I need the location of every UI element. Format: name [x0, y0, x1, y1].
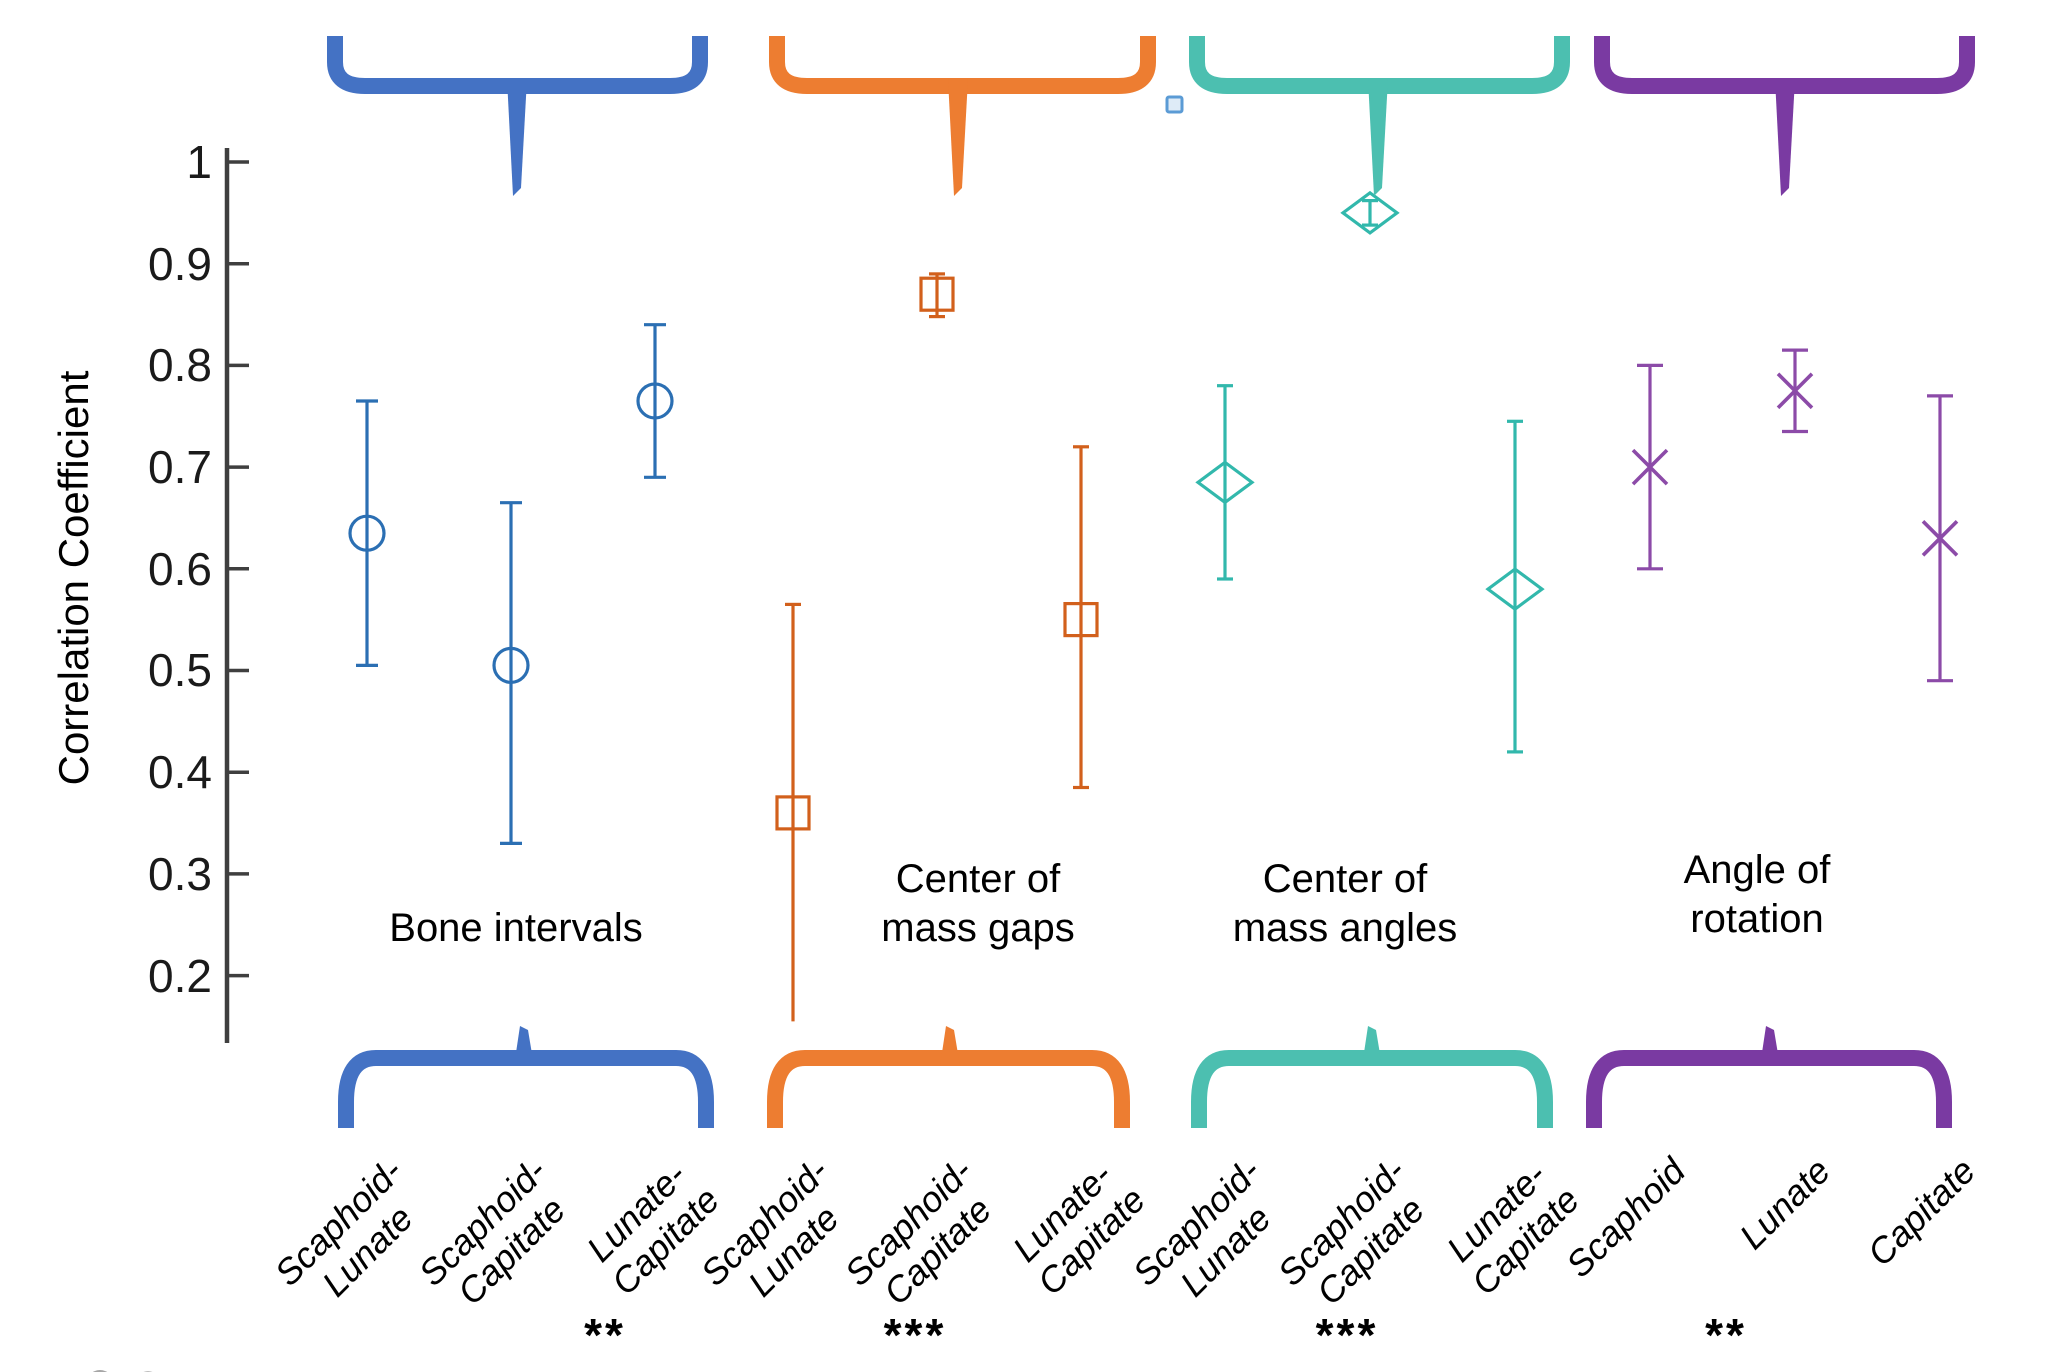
caption-line: mass angles — [1232, 906, 1458, 950]
group-brace-bottom — [338, 1026, 714, 1128]
significance-stars-center-of-mass-angles: *** — [1315, 1309, 1379, 1361]
caption-line: rotation — [1690, 897, 1824, 941]
diamond-marker — [1195, 460, 1255, 505]
diamond-marker — [1485, 567, 1545, 612]
x-marker — [1631, 448, 1669, 486]
group-caption-angle-of-rotation: Angle of rotation — [1684, 846, 1831, 944]
group-caption-center-of-mass-gaps: Center of mass gaps — [881, 855, 1074, 953]
group-brace-bottom — [1191, 1026, 1553, 1128]
significance-stars-angle-of-rotation: ** — [1705, 1309, 1747, 1361]
y-tick-label: 1 — [186, 136, 212, 188]
significance-stars-center-of-mass-gaps: *** — [883, 1309, 947, 1361]
square-marker — [919, 276, 955, 312]
diamond-marker — [1340, 190, 1400, 235]
square-marker — [775, 795, 811, 831]
caption-line: Bone intervals — [389, 906, 643, 950]
series-center-of-mass-gaps — [775, 272, 1099, 1022]
group-brace-top — [769, 36, 1156, 196]
circle-marker — [636, 382, 674, 420]
y-tick-label: 0.4 — [148, 746, 212, 798]
caption-line: Angle of — [1683, 848, 1831, 892]
y-tick-label: 0.5 — [148, 644, 212, 696]
group-caption-bone-intervals: Bone intervals — [389, 904, 642, 953]
stray-selection-square — [1165, 95, 1184, 114]
caption-line: Center of — [895, 857, 1061, 901]
series-angle-of-rotation — [1631, 348, 1959, 683]
group-brace-bottom — [1586, 1026, 1952, 1128]
group-caption-center-of-mass-angles: Center of mass angles — [1233, 855, 1458, 953]
group-brace-top — [327, 36, 708, 196]
group-brace-top — [1189, 36, 1570, 196]
caption-line: Center of — [1262, 857, 1428, 901]
y-axis-title: Correlation Coefficient — [50, 370, 97, 786]
y-tick-label: 0.6 — [148, 543, 212, 595]
series-center-of-mass-angles — [1195, 190, 1545, 754]
caption-line: mass gaps — [881, 906, 1075, 950]
y-tick-label: 0.9 — [148, 238, 212, 290]
circle-marker — [348, 514, 386, 552]
significance-stars-bone-intervals: ** — [584, 1309, 626, 1361]
group-brace-bottom — [767, 1026, 1130, 1128]
group-brace-top — [1594, 36, 1975, 196]
y-tick-label: 0.7 — [148, 441, 212, 493]
y-tick-label: 0.8 — [148, 339, 212, 391]
y-axis — [224, 148, 249, 1043]
square-marker — [1063, 601, 1099, 638]
series-bone-intervals — [348, 323, 674, 846]
x-marker — [1776, 372, 1814, 410]
x-marker — [1921, 520, 1959, 557]
y-tick-label: 0.3 — [148, 848, 212, 900]
circle-marker — [492, 646, 530, 685]
y-tick-label: 0.2 — [148, 950, 212, 1002]
